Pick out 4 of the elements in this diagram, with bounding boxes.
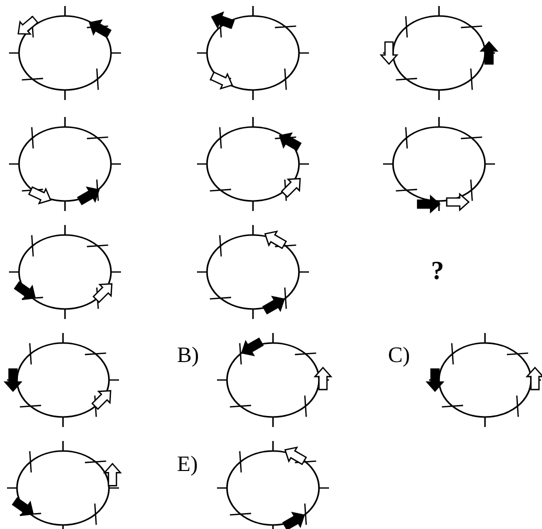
question-mark: ? — [431, 258, 444, 284]
option-label: B) — [177, 344, 199, 366]
option-label: C) — [388, 344, 410, 366]
option-label: E) — [177, 453, 198, 475]
